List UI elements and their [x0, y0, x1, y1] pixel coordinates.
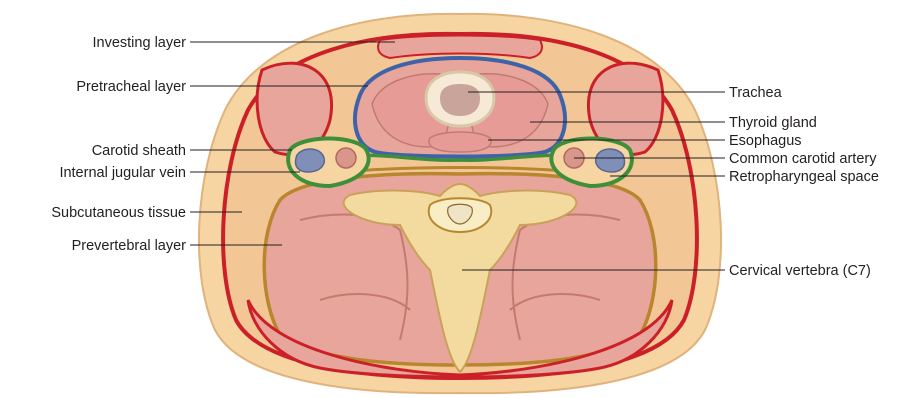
- left-internal-jugular-vein: [296, 149, 325, 172]
- label-retropharyngeal-space: Retropharyngeal space: [729, 169, 879, 185]
- left-common-carotid-artery: [336, 148, 356, 168]
- label-common-carotid-artery: Common carotid artery: [729, 151, 877, 167]
- label-cervical-vertebra: Cervical vertebra (C7): [729, 263, 871, 279]
- label-investing-layer: Investing layer: [93, 35, 187, 51]
- label-esophagus: Esophagus: [729, 133, 802, 149]
- label-pretracheal-layer: Pretracheal layer: [76, 79, 186, 95]
- right-internal-jugular-vein: [596, 149, 625, 172]
- trachea-lumen: [440, 84, 480, 116]
- label-thyroid-gland: Thyroid gland: [729, 115, 817, 131]
- label-subcutaneous-tissue: Subcutaneous tissue: [51, 205, 186, 221]
- label-internal-jugular-vein: Internal jugular vein: [59, 165, 186, 181]
- label-prevertebral-layer: Prevertebral layer: [72, 238, 187, 254]
- esophagus: [429, 132, 491, 152]
- label-trachea: Trachea: [729, 85, 783, 101]
- label-carotid-sheath: Carotid sheath: [92, 143, 186, 159]
